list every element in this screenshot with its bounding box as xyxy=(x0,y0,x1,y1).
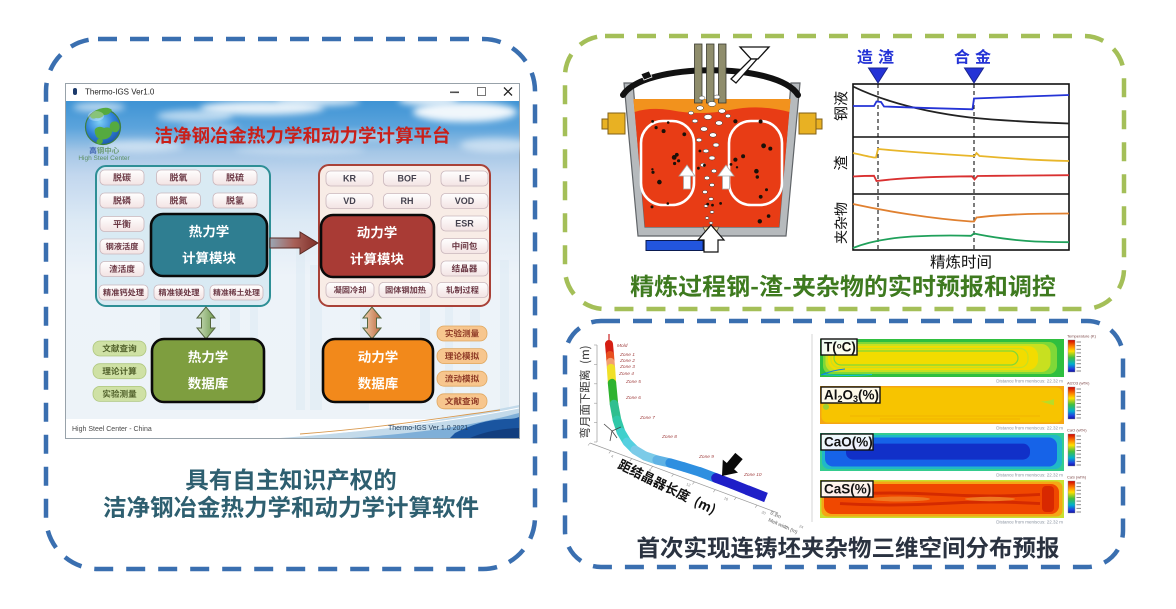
svg-text:T(oC): T(oC) xyxy=(824,340,856,355)
svg-text:Zone 7: Zone 7 xyxy=(639,415,655,421)
svg-text:CaS (wt%): CaS (wt%) xyxy=(1067,475,1087,480)
svg-text:VD: VD xyxy=(343,196,356,206)
svg-text:20: 20 xyxy=(761,510,766,515)
svg-text:Zone 3: Zone 3 xyxy=(619,364,635,370)
svg-text:Zone 8: Zone 8 xyxy=(661,434,677,440)
svg-text:16: 16 xyxy=(723,496,728,501)
svg-text:Zone 9: Zone 9 xyxy=(698,454,714,460)
svg-text:Distance from meniscus: 22.32: Distance from meniscus: 22.32 m xyxy=(996,426,1063,431)
svg-text:Thermo-IGS Ver1.0: Thermo-IGS Ver1.0 xyxy=(85,88,155,97)
svg-text:Zone 1: Zone 1 xyxy=(619,352,635,358)
svg-text:Melt width (m): Melt width (m) xyxy=(767,517,798,535)
svg-text:12: 12 xyxy=(686,482,691,487)
svg-text:High Steel Center: High Steel Center xyxy=(78,155,130,162)
svg-text:0.1m: 0.1m xyxy=(769,510,782,520)
svg-text:Thermo-IGS Ver 1.0 2021: Thermo-IGS Ver 1.0 2021 xyxy=(388,425,468,432)
svg-text:BOF: BOF xyxy=(398,174,418,184)
svg-text:KR: KR xyxy=(343,174,356,184)
svg-text:CaS(%): CaS(%) xyxy=(824,482,871,497)
svg-text:Zone 10: Zone 10 xyxy=(743,472,762,478)
svg-text:Al2O3 (wt%): Al2O3 (wt%) xyxy=(1067,381,1090,386)
svg-text:Mold: Mold xyxy=(617,343,628,349)
svg-text:24: 24 xyxy=(798,524,803,529)
svg-text:Distance from meniscus: 22.32: Distance from meniscus: 22.32 m xyxy=(996,473,1063,478)
svg-text:Zone 4: Zone 4 xyxy=(618,371,634,377)
svg-text:Zone 2: Zone 2 xyxy=(619,358,635,364)
svg-text:ESR: ESR xyxy=(455,219,474,229)
svg-text:Distance from meniscus: 22.32: Distance from meniscus: 22.32 m xyxy=(996,379,1063,384)
svg-text:8: 8 xyxy=(648,468,652,473)
svg-text:4: 4 xyxy=(610,454,614,459)
svg-text:Temperature (K): Temperature (K) xyxy=(1067,334,1097,339)
svg-text:Zone 6: Zone 6 xyxy=(625,395,641,401)
svg-text:VOD: VOD xyxy=(455,196,475,206)
svg-text:Al2O3(%): Al2O3(%) xyxy=(824,388,879,405)
svg-text:High Steel Center - China: High Steel Center - China xyxy=(72,426,152,433)
svg-text:Distance from meniscus: 22.32: Distance from meniscus: 22.32 m xyxy=(996,520,1063,525)
svg-text:LF: LF xyxy=(459,174,470,184)
svg-text:RH: RH xyxy=(401,196,414,206)
svg-text:CaO(%): CaO(%) xyxy=(824,435,873,450)
svg-text:Zone 5: Zone 5 xyxy=(625,379,641,385)
svg-text:CaO (wt%): CaO (wt%) xyxy=(1067,428,1087,433)
